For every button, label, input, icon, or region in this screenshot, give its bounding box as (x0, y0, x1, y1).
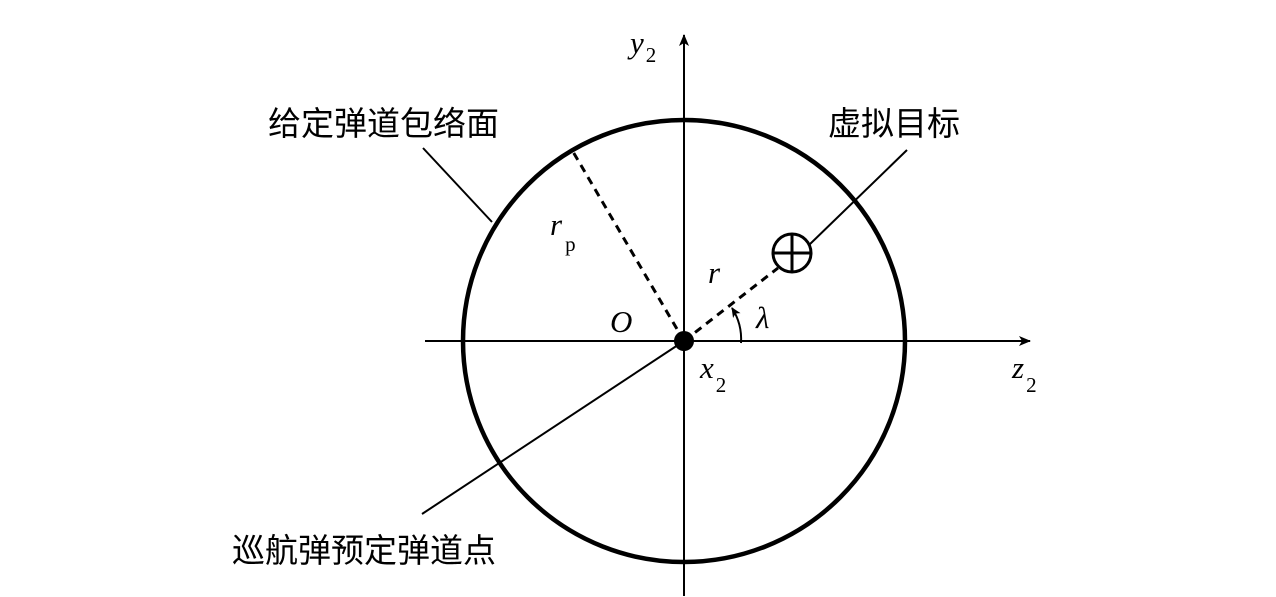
r-label: r (708, 255, 721, 290)
rp-label-sub: p (565, 232, 576, 256)
z-axis-label-main: z (1011, 350, 1024, 385)
filled-dot-icon (674, 331, 694, 351)
lambda-arc (731, 307, 743, 344)
target-leader-line (807, 149, 908, 247)
x-axis-label-sub: 2 (716, 373, 727, 397)
circled-plus-icon (771, 232, 813, 274)
y-axis-label-sub: 2 (646, 43, 657, 67)
z-axis-label: z2 (1011, 350, 1037, 397)
planned-point-leader-line (421, 340, 685, 515)
envelope-leader-line (422, 147, 493, 223)
x-axis-label-main: x (699, 350, 714, 385)
z-axis-label-sub: 2 (1026, 373, 1037, 397)
envelope-circle (460, 117, 908, 565)
lambda-label: λ (755, 300, 769, 335)
origin-label: O (610, 304, 632, 339)
planned-point-label: 巡航弹预定弹道点 (232, 531, 496, 570)
envelope-label: 给定弹道包络面 (268, 104, 499, 143)
x-axis-label: x2 (699, 350, 726, 397)
virtual-target-label: 虚拟目标 (828, 104, 960, 143)
y-axis-label: y2 (627, 25, 656, 67)
y-axis-label-main: y (627, 25, 644, 60)
radius-r-dashed (683, 266, 779, 343)
rp-label: rp (550, 207, 576, 256)
rp-label-main: r (550, 207, 563, 242)
radius-rp-dashed (570, 149, 686, 342)
